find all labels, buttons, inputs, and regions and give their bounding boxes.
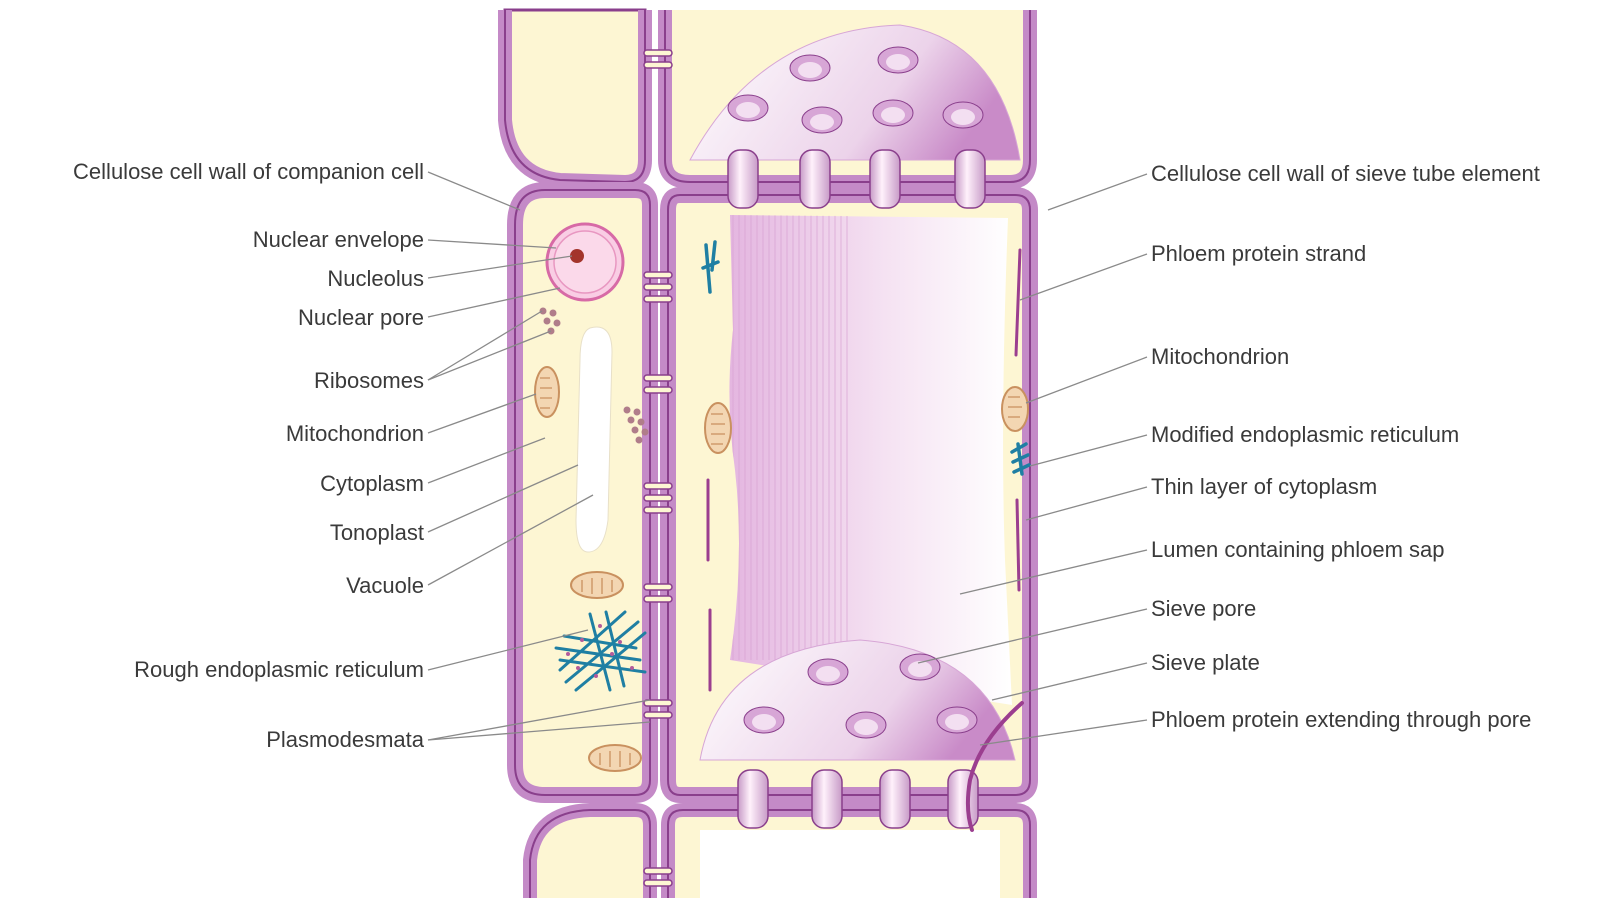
label-lumen: Lumen containing phloem sap xyxy=(1151,537,1445,562)
label-phloem-protein-pore: Phloem protein extending through pore xyxy=(1151,707,1531,732)
label-mitochondrion-left: Mitochondrion xyxy=(286,421,424,446)
label-vacuole: Vacuole xyxy=(346,573,424,598)
label-nucleolus: Nucleolus xyxy=(327,266,424,291)
label-mitochondrion-right: Mitochondrion xyxy=(1151,344,1289,369)
vacuole xyxy=(576,327,612,552)
upper-companion-cell-wall xyxy=(505,10,645,182)
label-plasmodesmata: Plasmodesmata xyxy=(266,727,425,752)
left-labels: Cellulose cell wall of companion cell Nu… xyxy=(73,159,425,752)
label-sieve-tube-wall: Cellulose cell wall of sieve tube elemen… xyxy=(1151,161,1540,186)
label-ribosomes: Ribosomes xyxy=(314,368,424,393)
label-thin-cytoplasm: Thin layer of cytoplasm xyxy=(1151,474,1377,499)
sieve-mitochondrion-left xyxy=(705,403,731,453)
label-sieve-plate: Sieve plate xyxy=(1151,650,1260,675)
label-modified-er: Modified endoplasmic reticulum xyxy=(1151,422,1459,447)
label-phloem-protein-strand: Phloem protein strand xyxy=(1151,241,1366,266)
label-sieve-pore: Sieve pore xyxy=(1151,596,1256,621)
lumen xyxy=(729,215,1012,705)
sieve-mitochondrion-right xyxy=(1002,387,1028,431)
label-companion-cell-wall: Cellulose cell wall of companion cell xyxy=(73,159,424,184)
label-nuclear-envelope: Nuclear envelope xyxy=(253,227,424,252)
right-labels: Cellulose cell wall of sieve tube elemen… xyxy=(1151,161,1540,732)
label-cytoplasm: Cytoplasm xyxy=(320,471,424,496)
label-nuclear-pore: Nuclear pore xyxy=(298,305,424,330)
label-rough-er: Rough endoplasmic reticulum xyxy=(134,657,424,682)
label-tonoplast: Tonoplast xyxy=(330,520,424,545)
